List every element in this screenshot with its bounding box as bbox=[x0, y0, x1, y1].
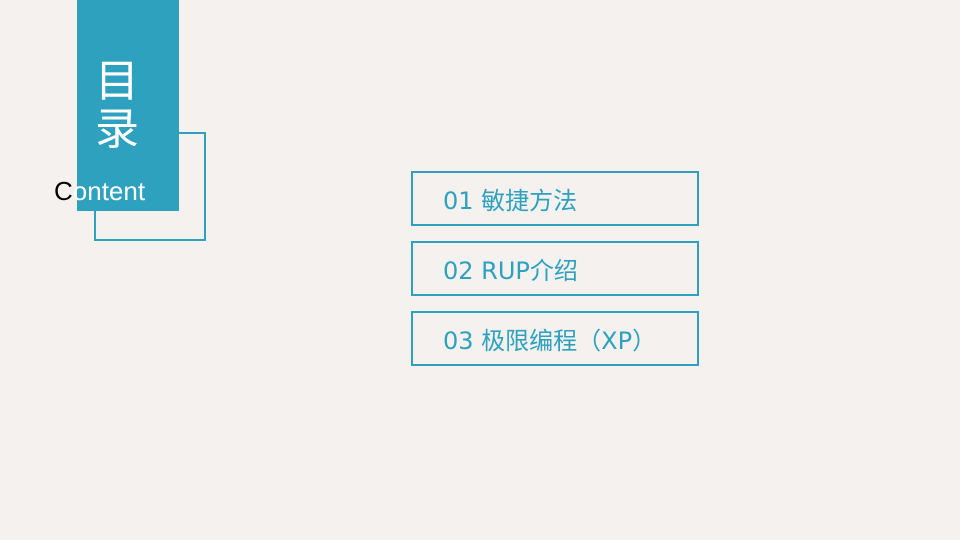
title-block bbox=[77, 0, 179, 211]
menu-item-agile-methods[interactable]: 01 敏捷方法 bbox=[411, 171, 699, 226]
menu-item-label: 01 敏捷方法 bbox=[443, 187, 578, 215]
page-subtitle: Content bbox=[54, 176, 145, 206]
page-title: 目 录 bbox=[77, 58, 157, 154]
page-subtitle-first-letter: C bbox=[54, 176, 73, 206]
menu-item-label: 03 极限编程（XP） bbox=[443, 327, 657, 355]
page-title-line-1: 目 bbox=[95, 56, 139, 107]
page-subtitle-rest: ontent bbox=[72, 176, 146, 206]
page-title-line-2: 录 bbox=[95, 104, 139, 155]
menu-item-label: 02 RUP介绍 bbox=[443, 257, 578, 285]
menu-item-rup-intro[interactable]: 02 RUP介绍 bbox=[411, 241, 699, 296]
menu-item-extreme-programming[interactable]: 03 极限编程（XP） bbox=[411, 311, 699, 366]
contents-menu: 01 敏捷方法 02 RUP介绍 03 极限编程（XP） bbox=[411, 171, 699, 381]
